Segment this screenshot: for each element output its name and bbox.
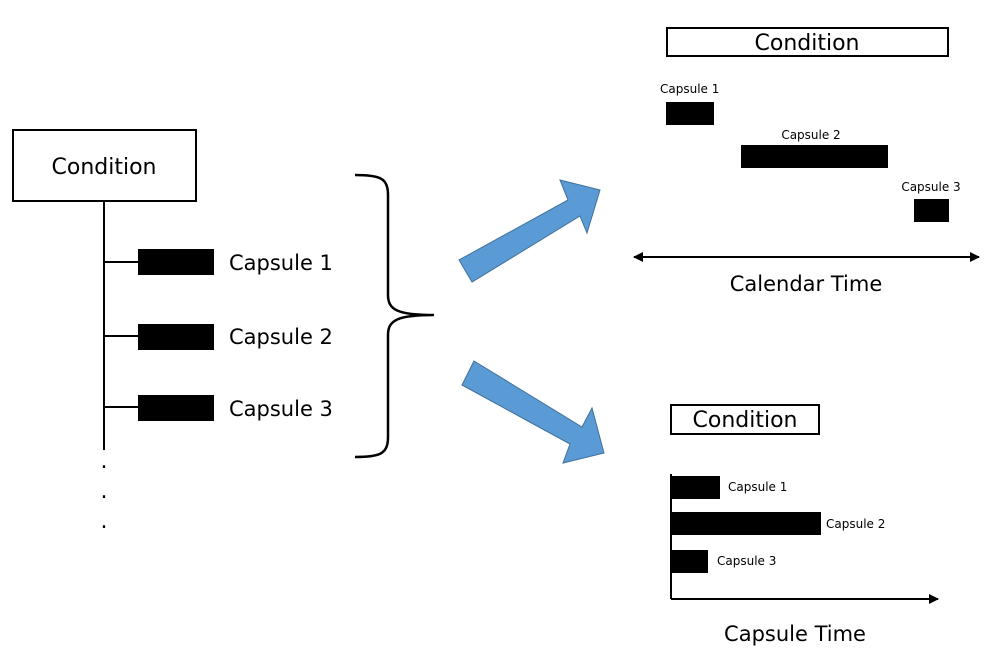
calendar-capsule-1-bar [666,102,714,125]
left-capsule-3-bar [138,395,214,421]
capsule-capsule-2-bar [672,512,821,535]
capsule-capsule-3-bar [672,550,708,573]
capsule-capsule-3-label: Capsule 3 [717,554,776,568]
left-capsule-1-bar [138,249,214,275]
left-capsule-2-bar [138,324,214,350]
capsule-axis-label: Capsule Time [724,622,866,646]
calendar-capsule-3-label: Capsule 3 [901,180,960,194]
capsule-condition-label: Condition [693,408,798,433]
capsule-capsule-1-bar [672,476,720,499]
arrow-up-right-icon [458,179,601,283]
calendar-time-view: Condition Capsule 1 Capsule 2 Capsule 3 … [633,27,980,296]
calendar-capsule-2-bar [741,145,888,168]
left-capsule-3-label: Capsule 3 [229,397,333,421]
calendar-condition-label: Condition [755,31,860,56]
continuation-dot-1: . [101,449,108,474]
capsule-condition-box [670,404,820,435]
left-capsule-1-label: Capsule 1 [229,251,333,275]
left-condition-box [12,129,197,202]
capsule-time-view: Condition Capsule 1 Capsule 2 Capsule 3 … [670,404,939,646]
left-capsule-2-label: Capsule 2 [229,325,333,349]
calendar-capsule-2-label: Capsule 2 [781,128,840,142]
calendar-axis-label: Calendar Time [730,272,883,296]
left-condition-label: Condition [52,155,157,180]
continuation-dot-3: . [101,509,108,534]
left-condition-tree: Condition Capsule 1 Capsule 2 Capsule 3 … [12,129,333,534]
continuation-dot-2: . [101,479,108,504]
capsule-capsule-1-label: Capsule 1 [728,480,787,494]
arrow-down-right-icon [461,360,605,464]
calendar-condition-box [666,27,949,57]
calendar-capsule-3-bar [914,199,949,222]
calendar-capsule-1-label: Capsule 1 [660,82,719,96]
curly-brace-icon [354,173,435,459]
capsule-capsule-2-label: Capsule 2 [826,517,885,531]
